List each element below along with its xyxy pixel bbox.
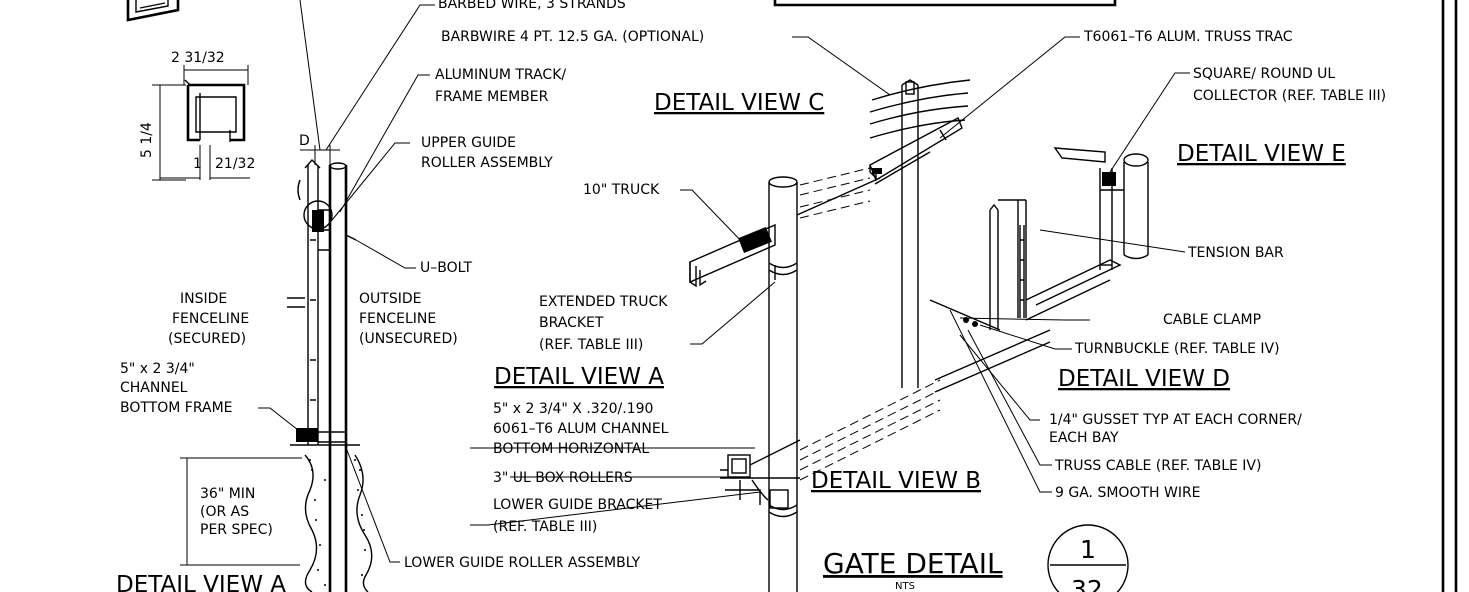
label-turnbuckle: TURNBUCKLE (REF. TABLE IV): [1074, 341, 1280, 357]
collector-assembly: [1053, 147, 1149, 270]
label-channel-line1: 5" x 2 3/4": [120, 361, 195, 377]
main-post: [768, 176, 798, 592]
label-barbed-wire: BARBED WIRE, 3 STRANDS: [438, 0, 626, 12]
d-dimension-label: D: [299, 133, 310, 149]
label-truck: 10" TRUCK: [583, 182, 660, 198]
title-detail-view-b: DETAIL VIEW B: [811, 468, 981, 494]
profile-dimensions: [152, 65, 250, 181]
label-upper-guide-line2: ROLLER ASSEMBLY: [421, 155, 553, 171]
leader-lines: [258, 0, 1190, 563]
label-truss-track: T6061–T6 ALUM. TRUSS TRAC: [1083, 29, 1293, 45]
label-inside-line3: (SECURED): [168, 331, 246, 347]
truss-track-upper: [869, 117, 963, 185]
label-bottom-horiz-line3: BOTTOM HORIZONTAL: [493, 441, 649, 457]
label-ext-bracket-line3: (REF. TABLE III): [539, 337, 643, 353]
concrete-footing: [304, 454, 373, 592]
track-profile-isometric: [126, 0, 180, 22]
profile-lip-dimension-a: 1: [193, 156, 202, 172]
label-bottom-horiz-line2: 6061–T6 ALUM CHANNEL: [493, 421, 669, 437]
label-aluminum-track-line2: FRAME MEMBER: [435, 89, 549, 105]
upper-track-rail: [689, 177, 881, 288]
label-bottom-horiz-line1: 5" x 2 3/4" X .320/.190: [493, 401, 653, 417]
title-detail-view-c: DETAIL VIEW C: [654, 90, 824, 116]
label-channel-line2: CHANNEL: [120, 380, 188, 396]
title-detail-view-a: DETAIL VIEW A: [494, 364, 664, 390]
box-roller-assembly: [720, 439, 801, 509]
label-box-rollers: 3" UL BOX ROLLERS: [493, 470, 633, 486]
label-gusset-line2: EACH BAY: [1049, 430, 1119, 446]
gate-frame-detail-d: [929, 199, 1122, 331]
title-detail-view-e: DETAIL VIEW E: [1177, 141, 1346, 167]
profile-lip-dimension-b: 21/32: [215, 156, 255, 172]
label-upper-guide-line1: UPPER GUIDE: [421, 135, 516, 151]
label-smooth-wire: 9 GA. SMOOTH WIRE: [1055, 485, 1201, 501]
sheet-border: [773, 0, 1458, 592]
label-ext-bracket-line1: EXTENDED TRUCK: [539, 294, 668, 310]
label-aluminum-track-line1: ALUMINUM TRACK/: [435, 67, 566, 83]
label-ext-bracket-line2: BRACKET: [539, 315, 604, 331]
label-barbwire-optional: BARBWIRE 4 PT. 12.5 GA. (OPTIONAL): [441, 29, 704, 45]
detail-bubble: [1047, 524, 1129, 592]
profile-width-dimension: 2 31/32: [171, 50, 225, 66]
post-section-left: [287, 158, 360, 592]
label-inside-line1: INSIDE: [180, 291, 227, 307]
label-cable-clamp: CABLE CLAMP: [1163, 312, 1261, 328]
label-gusset-line1: 1/4" GUSSET TYP AT EACH CORNER/: [1049, 412, 1302, 428]
sheet-number: 32: [1071, 575, 1103, 592]
gate-rails-dashed: [799, 167, 1051, 481]
label-outside-line2: FENCELINE: [359, 311, 436, 327]
scale-label: NTS: [895, 581, 915, 592]
title-detail-view-a-bottom: DETAIL VIEW A: [116, 572, 286, 592]
label-collector-line1: SQUARE/ ROUND UL: [1193, 66, 1335, 82]
profile-height-dimension: 5 1/4: [139, 122, 155, 158]
label-collector-line2: COLLECTOR (REF. TABLE III): [1193, 88, 1386, 104]
title-detail-view-d: DETAIL VIEW D: [1058, 366, 1230, 392]
detail-number: 1: [1080, 535, 1096, 564]
label-outside-line1: OUTSIDE: [359, 291, 421, 307]
label-channel-line3: BOTTOM FRAME: [120, 400, 233, 416]
barbwire-arm: [869, 79, 971, 388]
label-depth-line1: 36" MIN: [200, 486, 255, 502]
label-lower-bracket-line1: LOWER GUIDE BRACKET: [493, 497, 662, 513]
title-gate-detail: GATE DETAIL: [823, 547, 1003, 580]
label-lower-guide: LOWER GUIDE ROLLER ASSEMBLY: [404, 555, 641, 571]
label-depth-line2: (OR AS: [200, 504, 249, 520]
label-inside-line2: FENCELINE: [172, 311, 249, 327]
track-cross-section: [184, 79, 246, 142]
label-u-bolt: U–BOLT: [420, 260, 472, 276]
depth-dimension: [180, 457, 302, 566]
label-lower-bracket-line2: (REF. TABLE III): [493, 519, 597, 535]
label-tension-bar: TENSION BAR: [1187, 245, 1284, 261]
label-outside-line3: (UNSECURED): [359, 331, 458, 347]
label-depth-line3: PER SPEC): [200, 522, 273, 538]
label-truss-cable: TRUSS CABLE (REF. TABLE IV): [1054, 458, 1261, 474]
